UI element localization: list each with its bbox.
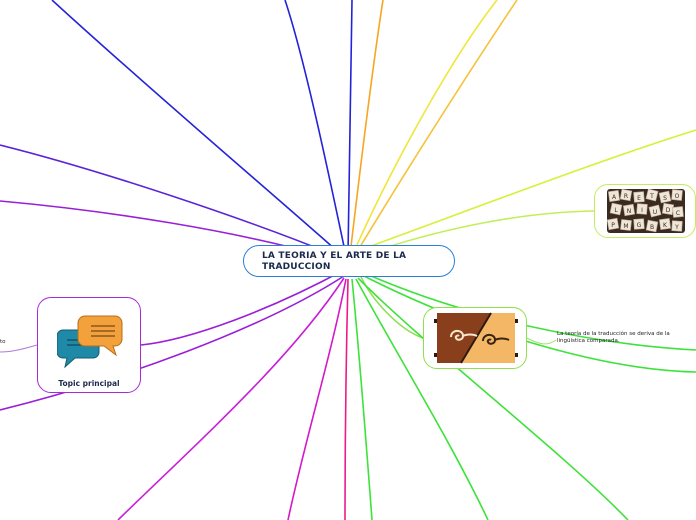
- svg-text:S: S: [663, 195, 667, 202]
- branch-yellow-green-right[interactable]: [359, 129, 696, 251]
- topic-principal-label: Topic principal: [58, 379, 120, 388]
- branch-yellow-top-1[interactable]: [351, 0, 498, 257]
- central-topic-node[interactable]: LA TEORIA Y EL ARTE DE LA TRADUCCION: [243, 245, 455, 277]
- branch-green-down-2[interactable]: [355, 278, 489, 520]
- svg-text:E: E: [637, 195, 641, 202]
- svg-text:P: P: [611, 222, 615, 229]
- branch-image-to-note[interactable]: [526, 337, 557, 345]
- svg-text:I: I: [641, 207, 643, 214]
- svg-text:Y: Y: [674, 224, 679, 231]
- svg-text:R: R: [624, 193, 628, 200]
- svg-text:U: U: [653, 209, 657, 216]
- svg-text:O: O: [675, 193, 680, 200]
- branch-magenta-down[interactable]: [287, 278, 347, 520]
- svg-text:B: B: [650, 224, 654, 231]
- branch-green-down-3[interactable]: [351, 278, 373, 520]
- branch-magenta-down-left[interactable]: [117, 277, 345, 520]
- branch-purple-lower-left[interactable]: [0, 275, 345, 411]
- branch-green-right-2[interactable]: [361, 274, 696, 373]
- theory-note-text: La teoría de la traducción se deriva de …: [557, 331, 670, 344]
- svg-text:D: D: [666, 207, 671, 214]
- svg-text:G: G: [637, 222, 642, 229]
- branch-green-to-image[interactable]: [357, 269, 424, 339]
- branch-blue-top[interactable]: [284, 0, 347, 257]
- svg-text:M: M: [623, 223, 628, 230]
- branch-orange-top[interactable]: [349, 0, 384, 256]
- branch-green-right-1[interactable]: [361, 271, 696, 351]
- svg-text:A: A: [612, 194, 617, 201]
- branch-topic-to-left[interactable]: [0, 344, 38, 353]
- branch-pink-down[interactable]: [344, 278, 349, 520]
- svg-text:K: K: [663, 222, 668, 229]
- branch-yellow-top-2[interactable]: [353, 0, 518, 258]
- topic-principal-node[interactable]: Topic principal: [37, 297, 141, 393]
- branch-blue-top-left[interactable]: [51, 0, 346, 259]
- left-edge-text: to: [0, 339, 6, 345]
- branch-blue-vertical[interactable]: [347, 0, 353, 256]
- scroll-ornament-icon: [434, 312, 518, 364]
- branch-green-down-1[interactable]: [357, 277, 629, 520]
- svg-text:N: N: [627, 208, 632, 215]
- svg-text:C: C: [676, 210, 680, 217]
- svg-text:L: L: [614, 207, 618, 214]
- central-topic-label: LA TEORIA Y EL ARTE DE LA TRADUCCION: [262, 251, 407, 272]
- speech-bubbles-icon: [57, 315, 123, 369]
- branch-purple-to-topic[interactable]: [140, 269, 345, 346]
- svg-text:T: T: [649, 193, 654, 200]
- branch-violet-left[interactable]: [0, 144, 345, 260]
- ornament-image-node[interactable]: [423, 307, 527, 369]
